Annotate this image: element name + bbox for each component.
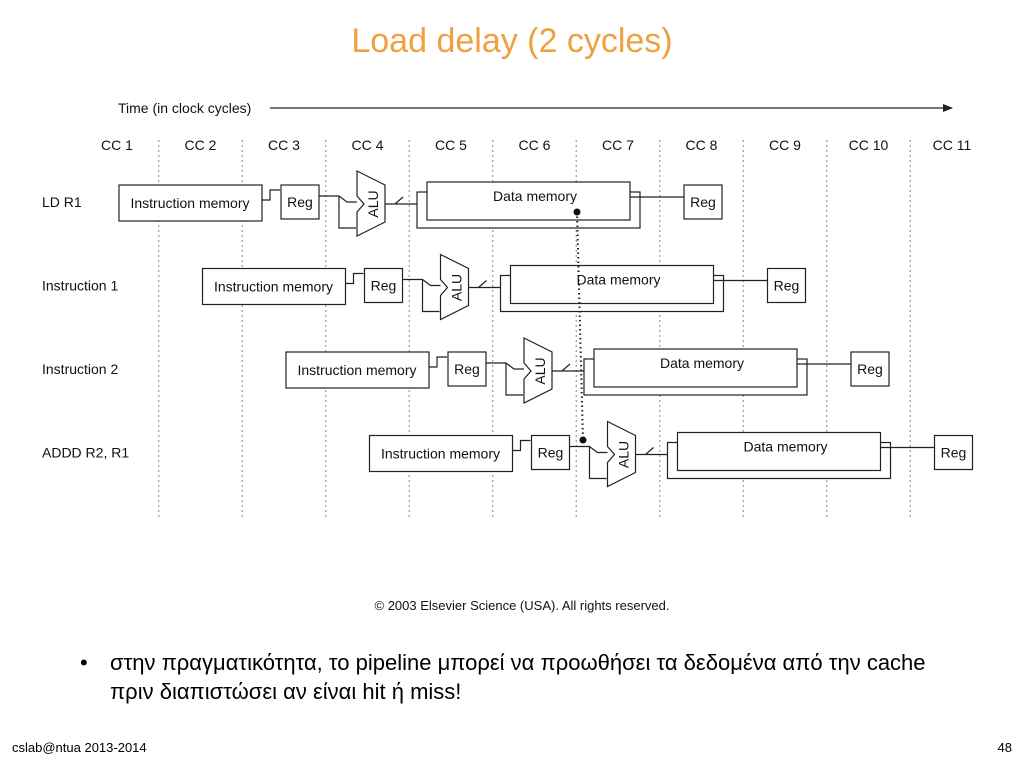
register-read-box [363, 267, 404, 304]
alu-label: ALU [616, 441, 632, 468]
cycle-label: CC 4 [352, 137, 384, 153]
cycle-label: CC 11 [933, 137, 972, 153]
register-read-label: Reg [371, 278, 397, 294]
time-axis-label: Time (in clock cycles) [118, 100, 251, 116]
reg-alu-connector [569, 445, 608, 454]
instruction-memory-box [285, 351, 430, 389]
data-memory-box [509, 264, 715, 305]
cycle-label: CC 8 [686, 137, 718, 153]
alu-input-wire [588, 446, 607, 480]
bullet-text: στην πραγματικότητα, το pipeline μπορεί … [110, 650, 926, 704]
register-writeback-label: Reg [941, 445, 967, 461]
instruction-row: ADDD R2, R1 Instruction memory Reg ALU Data … [42, 420, 974, 488]
alu-output-tap [645, 447, 654, 455]
register-writeback-label: Reg [857, 361, 883, 377]
alu-shape [606, 420, 637, 488]
alu-input-wire [421, 279, 440, 313]
alu-output-tap [478, 280, 487, 288]
alu-input-wire [338, 196, 356, 229]
footer-credit: cslab@ntua 2013-2014 [12, 740, 147, 755]
alu-shape [439, 253, 470, 321]
alu-shape [356, 170, 386, 237]
alu-output-tap [561, 363, 571, 372]
instruction-label: Instruction 2 [42, 361, 118, 377]
data-memory-box [676, 431, 882, 472]
register-read-label: Reg [454, 361, 480, 377]
data-memory-label: Data memory [743, 439, 827, 455]
cycle-label: CC 3 [268, 137, 300, 153]
instruction-label: Instruction 1 [42, 278, 118, 294]
forwarding-source-dot [573, 208, 581, 216]
alu-label: ALU [532, 357, 548, 384]
instruction-row: LD R1 Instruction memory Reg ALU Data memory… [42, 170, 723, 237]
page-number: 48 [997, 740, 1012, 755]
data-memory-label: Data memory [660, 355, 744, 371]
register-writeback-box [850, 351, 890, 387]
instruction-row: Instruction 1 Instruction memory Reg ALU Dat… [42, 253, 807, 321]
alu-shape [523, 337, 553, 404]
instruction-label: LD R1 [42, 194, 82, 210]
instruction-memory-label: Instruction memory [381, 446, 500, 462]
register-writeback-box [683, 184, 723, 220]
reg-alu-connector [319, 195, 357, 203]
alu-output-tap [394, 196, 404, 205]
instruction-label: ADDD R2, R1 [42, 445, 129, 461]
alu-label: ALU [449, 274, 465, 301]
data-memory-label: Data memory [493, 188, 577, 204]
copyright-notice: © 2003 Elsevier Science (USA). All right… [374, 598, 670, 613]
instruction-memory-box [201, 267, 347, 306]
cycle-label: CC 6 [519, 137, 551, 153]
instruction-row: Instruction 2 Instruction memory Reg ALU Dat… [42, 337, 890, 404]
pipeline-diagram: Time (in clock cycles) CC 1 CC 2 CC 3 CC 4 C… [42, 100, 974, 518]
if-id-connector [429, 356, 447, 368]
bullet-point: • στην πραγματικότητα, το pipeline μπορε… [80, 648, 940, 706]
reg-alu-connector [486, 362, 524, 370]
if-id-connector [262, 189, 280, 201]
instruction-memory-label: Instruction memory [214, 279, 333, 295]
bullet-marker: • [80, 650, 88, 675]
cycle-label: CC 10 [849, 137, 889, 153]
forwarding-target-dot [579, 436, 587, 444]
data-memory-box [593, 348, 798, 388]
cycle-label: CC 9 [769, 137, 801, 153]
register-writeback-box [933, 434, 974, 471]
cycle-label: CC 1 [101, 137, 133, 153]
cycle-label: CC 2 [185, 137, 217, 153]
register-read-label: Reg [538, 445, 564, 461]
data-memory-label: Data memory [576, 272, 660, 288]
register-writeback-box [766, 267, 807, 304]
register-read-box [280, 184, 320, 220]
if-id-connector [512, 439, 531, 452]
alu-input-wire [505, 363, 523, 396]
register-writeback-label: Reg [690, 194, 716, 210]
instruction-memory-box [118, 184, 263, 222]
reg-alu-connector [402, 278, 441, 287]
slide-title: Load delay (2 cycles) [351, 22, 673, 60]
forwarding-path [576, 211, 584, 441]
register-read-box [530, 434, 571, 471]
alu-label: ALU [365, 190, 381, 217]
register-read-label: Reg [287, 194, 313, 210]
instruction-memory-box [368, 434, 514, 473]
register-writeback-label: Reg [774, 278, 800, 294]
instruction-memory-label: Instruction memory [297, 362, 416, 378]
register-read-box [447, 351, 487, 387]
if-id-connector [345, 272, 364, 285]
cycle-label: CC 5 [435, 137, 467, 153]
data-memory-box [426, 181, 631, 221]
cycle-label: CC 7 [602, 137, 634, 153]
instruction-memory-label: Instruction memory [130, 195, 249, 211]
